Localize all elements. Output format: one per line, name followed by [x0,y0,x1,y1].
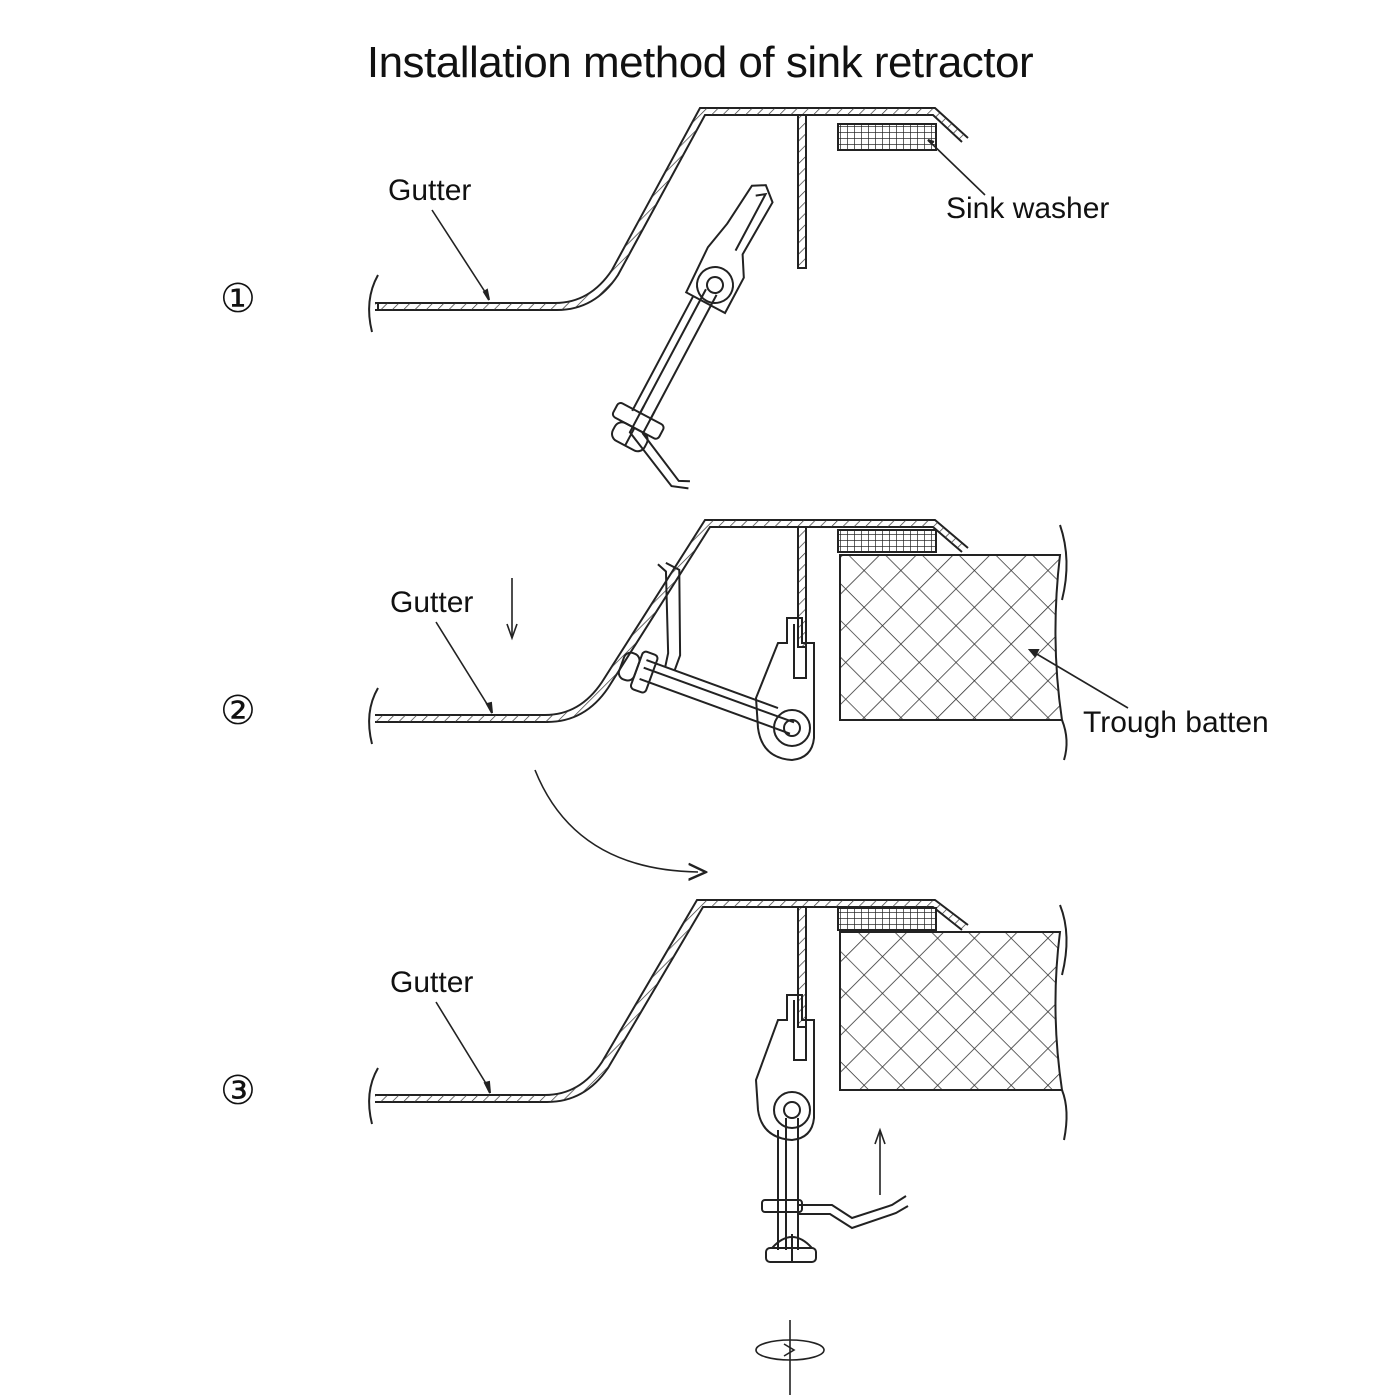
label-gutter-1: Gutter [388,174,472,207]
label-gutter-2: Gutter [390,586,474,619]
retractor-clip [611,184,774,490]
step-number-3: ③ [220,1068,256,1114]
label-sink-washer: Sink washer [946,192,1110,225]
step-3-drawing [368,899,1068,1395]
sink-washer [837,123,937,151]
trough-batten [839,554,1064,721]
step-2-drawing [368,519,1129,872]
step-1-drawing [368,107,986,490]
step-number-1: ① [220,276,256,322]
retractor-clip [754,617,815,762]
diagram-title: Installation method of sink retractor [366,38,1034,87]
retractor-clip [754,994,909,1263]
sink-flange [797,114,807,269]
step-number-2: ② [220,688,256,734]
label-trough-batten: Trough batten [1083,706,1269,739]
label-gutter-3: Gutter [390,966,474,999]
